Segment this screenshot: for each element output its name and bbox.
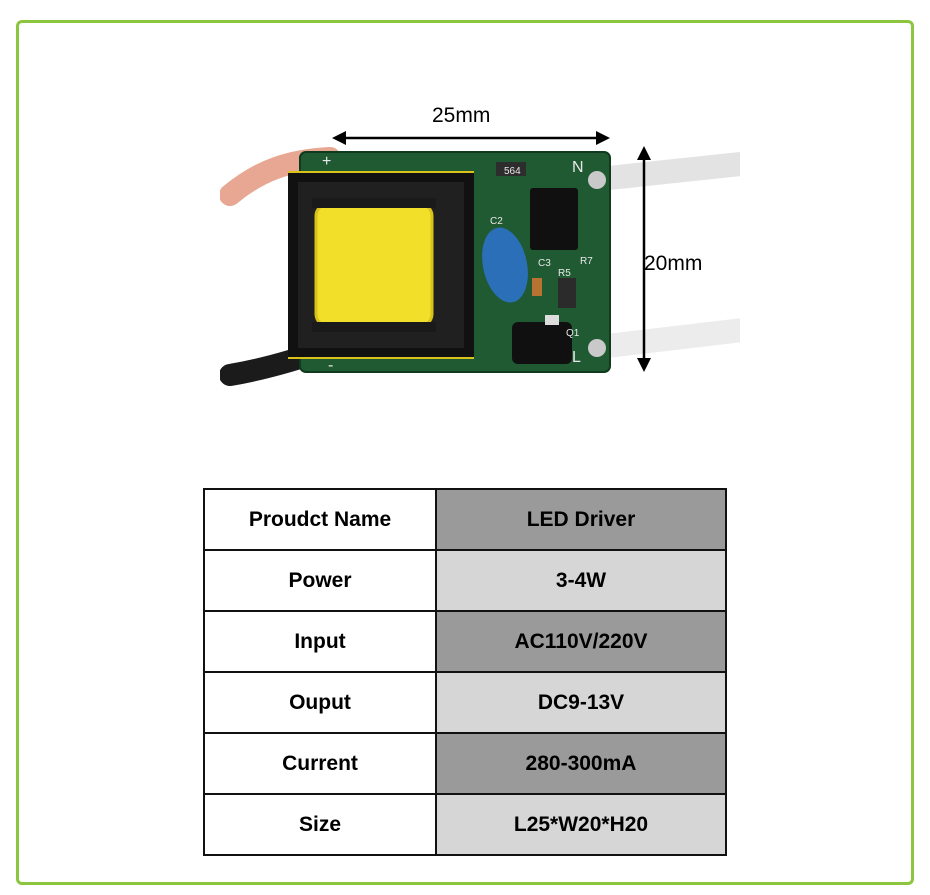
frame-corner-bottom-right (889, 860, 914, 885)
spec-value: 3-4W (435, 549, 727, 612)
width-dimension-arrow (332, 131, 610, 145)
solder-pad (588, 171, 606, 189)
width-dimension-label: 25mm (432, 104, 491, 127)
frame-border-top (38, 20, 892, 23)
table-row: Input AC110V/220V (203, 610, 727, 673)
silk-r7: R7 (580, 256, 593, 267)
spec-key: Current (203, 732, 437, 795)
height-dimension-arrow (637, 146, 651, 372)
table-row: Current 280-300mA (203, 732, 727, 795)
frame-border-left (16, 42, 19, 863)
spec-value: 280-300mA (435, 732, 727, 795)
silk-c2: C2 (490, 216, 503, 227)
spec-key: Power (203, 549, 437, 612)
transistor-q1 (512, 322, 572, 364)
spec-key: Ouput (203, 671, 437, 734)
table-row: Power 3-4W (203, 549, 727, 612)
silk-r5: R5 (558, 268, 571, 279)
table-row: Size L25*W20*H20 (203, 793, 727, 856)
spec-value: DC9-13V (435, 671, 727, 734)
silk-q1: Q1 (566, 328, 580, 339)
frame-corner-bottom-left (16, 860, 41, 885)
spec-key: Proudct Name (203, 488, 437, 551)
height-dimension-label: 20mm (644, 252, 703, 275)
blue-capacitor (482, 227, 528, 303)
silk-c3: C3 (538, 258, 551, 269)
spec-value: AC110V/220V (435, 610, 727, 673)
white-output-wire-bottom (578, 318, 740, 360)
frame-border-bottom (38, 882, 892, 885)
spec-table: Proudct Name LED Driver Power 3-4W Input… (203, 488, 727, 856)
led-driver-board-image: 564 C2 C3 R5 R7 Q1 N L + - (220, 131, 740, 386)
silk-l: L (572, 349, 581, 366)
silk-564: 564 (504, 166, 521, 177)
frame-border-right (911, 42, 914, 863)
spec-key: Input (203, 610, 437, 673)
frame-corner-top-right (889, 20, 914, 45)
white-output-wire-top (578, 152, 740, 192)
silk-minus: - (328, 357, 333, 374)
transformer-coil (314, 202, 434, 328)
spec-value: L25*W20*H20 (435, 793, 727, 856)
silk-n: N (572, 159, 584, 176)
frame-corner-top-left (16, 20, 41, 45)
resistor-r5 (558, 278, 576, 308)
silk-plus: + (322, 153, 331, 170)
table-row: Ouput DC9-13V (203, 671, 727, 734)
spec-value: LED Driver (435, 488, 727, 551)
table-row: Proudct Name LED Driver (203, 488, 727, 551)
spec-key: Size (203, 793, 437, 856)
solder-pad (588, 339, 606, 357)
ic-chip (530, 188, 578, 250)
